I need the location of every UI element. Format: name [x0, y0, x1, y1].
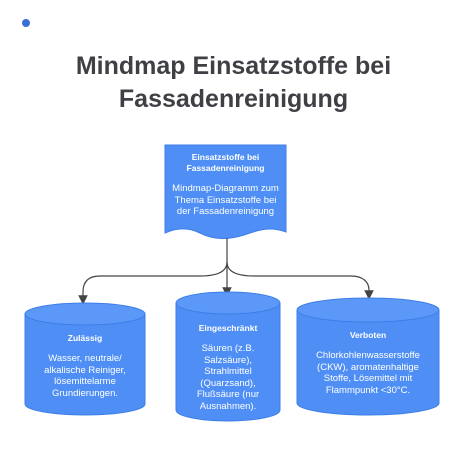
connector-right — [226, 261, 374, 300]
brand-logo — [22, 17, 66, 29]
cylinder-allowed — [24, 302, 146, 416]
node-allowed-body: Wasser, neutrale/ alkalische Reiniger, l… — [44, 353, 126, 399]
cylinder-forbidden — [296, 297, 440, 416]
node-allowed: Zulässig Wasser, neutrale/ alkalische Re… — [33, 333, 137, 399]
connector-left — [78, 261, 228, 305]
node-forbidden-body: Chlorkohlenwasserstoffe (CKW), aromatenh… — [316, 350, 420, 396]
node-forbidden-heading: Verboten — [349, 330, 387, 340]
root-body: Mindmap-Diagramm zum Thema Einsatzstoffe… — [172, 183, 279, 217]
logo-mark-icon — [22, 19, 30, 27]
root-node-shape — [164, 144, 287, 239]
connector-lines — [78, 238, 374, 305]
title-line-1: Mindmap Einsatzstoffe bei — [75, 52, 392, 80]
root-node: Einsatzstoffe bei Fassadenreinigung Mind… — [172, 152, 279, 218]
node-allowed-heading: Zulässig — [67, 333, 103, 343]
title-line-2: Fassadenreinigung — [118, 85, 349, 113]
node-restricted: Eingeschränkt Säuren (z.B. Salzsäure), S… — [183, 323, 273, 412]
node-forbidden: Verboten Chlorkohlenwasserstoffe (CKW), … — [304, 330, 432, 396]
page-title: Mindmap Einsatzstoffe bei Fassadenreinig… — [0, 50, 467, 116]
cylinder-restricted — [175, 291, 281, 422]
node-restricted-body: Säuren (z.B. Salzsäure), Strahlmittel (Q… — [196, 343, 260, 412]
node-restricted-heading: Eingeschränkt — [198, 323, 258, 333]
root-heading: Einsatzstoffe bei Fassadenreinigung — [186, 152, 265, 173]
